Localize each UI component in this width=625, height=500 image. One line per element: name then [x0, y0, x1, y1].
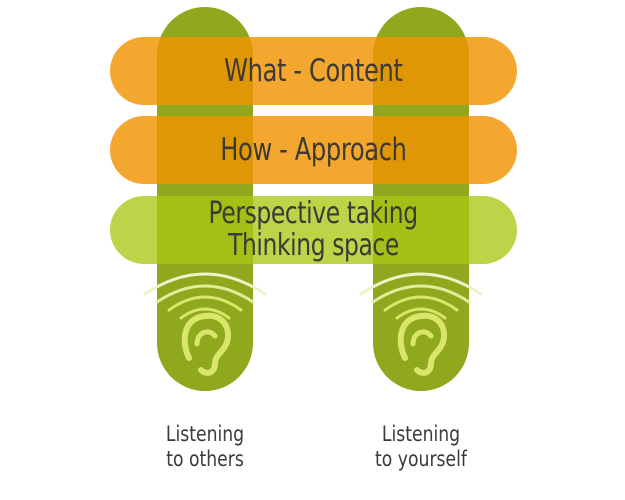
caption-line-2: to yourself [375, 447, 467, 472]
caption-listening-to-yourself: Listening to yourself [331, 422, 511, 472]
caption-line-1: Listening [381, 422, 461, 446]
caption-line-2: to others [166, 447, 244, 472]
bar-how-approach: How - Approach [110, 116, 517, 184]
bar-label: How - Approach [220, 131, 407, 168]
listening-ear-icon [359, 272, 483, 376]
bar-label-line-1: Perspective taking [208, 195, 419, 231]
caption-listening-to-others: Listening to others [115, 422, 295, 472]
bar-label: What - Content [224, 52, 403, 89]
bar-perspective-thinking: Perspective taking Thinking space [110, 196, 517, 264]
bar-what-content: What - Content [110, 37, 517, 105]
bar-label-line-2: Thinking space [228, 228, 399, 263]
caption-line-1: Listening [165, 422, 245, 446]
listening-ear-icon [143, 272, 267, 376]
